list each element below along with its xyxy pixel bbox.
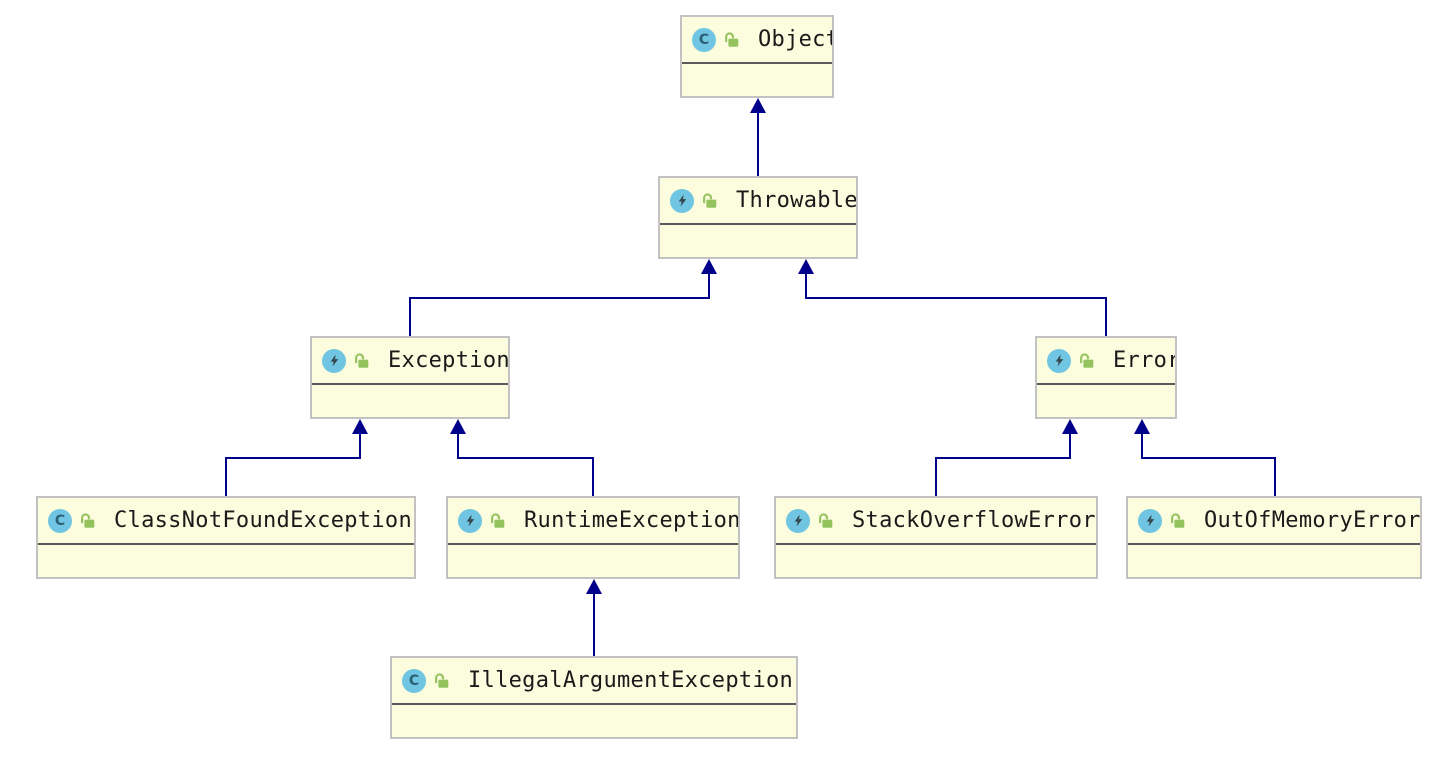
public-unlocked-icon: [491, 513, 505, 528]
class-node-object[interactable]: C Object: [680, 15, 834, 98]
class-title-row: Exception: [312, 338, 508, 383]
exception-class-icon: [458, 508, 482, 533]
class-name: Exception: [388, 348, 508, 373]
public-unlocked-icon: [819, 513, 833, 528]
members-compartment: [776, 543, 1096, 577]
members-compartment: [1037, 383, 1175, 417]
class-icon: C: [48, 508, 72, 533]
class-icon: C: [402, 668, 426, 693]
exception-class-icon: [786, 508, 810, 533]
arrowhead-to-error-left: [1062, 419, 1078, 434]
class-title-row: C IllegalArgumentException: [392, 658, 796, 703]
members-compartment: [682, 62, 832, 96]
public-unlocked-icon: [703, 193, 717, 208]
class-node-illegal-argument-exception[interactable]: C IllegalArgumentException: [390, 656, 798, 739]
class-node-runtime-exception[interactable]: RuntimeException: [446, 496, 740, 579]
exception-class-icon: [322, 348, 346, 373]
class-name: ClassNotFoundException: [114, 508, 412, 533]
public-unlocked-icon: [1171, 513, 1185, 528]
class-name: RuntimeException: [524, 508, 738, 533]
class-node-error[interactable]: Error: [1035, 336, 1177, 419]
exception-class-icon: [670, 188, 694, 213]
arrowhead-to-throwable-left: [701, 259, 717, 274]
class-name: IllegalArgumentException: [468, 668, 794, 693]
class-name: Throwable: [736, 188, 856, 213]
members-compartment: [312, 383, 508, 417]
class-title-row: C ClassNotFoundException: [38, 498, 414, 543]
arrowhead-to-object: [750, 98, 766, 113]
class-node-stack-overflow-error[interactable]: StackOverflowError: [774, 496, 1098, 579]
public-unlocked-icon: [1080, 353, 1094, 368]
arrowhead-to-exception-left: [352, 419, 368, 434]
class-name: Error: [1113, 348, 1175, 373]
public-unlocked-icon: [81, 513, 95, 528]
public-unlocked-icon: [435, 673, 449, 688]
public-unlocked-icon: [725, 32, 739, 47]
class-title-row: RuntimeException: [448, 498, 738, 543]
class-node-exception[interactable]: Exception: [310, 336, 510, 419]
members-compartment: [660, 223, 856, 257]
edge-soe-extends-error: [935, 434, 1071, 496]
class-name: StackOverflowError: [852, 508, 1096, 533]
members-compartment: [1128, 543, 1420, 577]
members-compartment: [392, 703, 796, 737]
arrowhead-to-throwable-right: [798, 259, 814, 274]
class-title-row: StackOverflowError: [776, 498, 1096, 543]
class-title-row: C Object: [682, 17, 832, 62]
class-name: Object: [758, 27, 832, 52]
edge-error-extends-throwable: [805, 274, 1107, 336]
arrowhead-to-runtime: [586, 579, 602, 594]
public-unlocked-icon: [355, 353, 369, 368]
exception-class-icon: [1138, 508, 1162, 533]
class-node-out-of-memory-error[interactable]: OutOfMemoryError: [1126, 496, 1422, 579]
arrowhead-to-exception-right: [450, 419, 466, 434]
members-compartment: [38, 543, 414, 577]
class-node-class-not-found-exception[interactable]: C ClassNotFoundException: [36, 496, 416, 579]
edge-cnfe-extends-exception: [225, 434, 361, 496]
class-title-row: OutOfMemoryError: [1128, 498, 1420, 543]
class-icon: C: [692, 27, 716, 52]
class-title-row: Throwable: [660, 178, 856, 223]
edge-runtime-extends-exception: [457, 434, 594, 496]
edge-oome-extends-error: [1141, 434, 1276, 496]
members-compartment: [448, 543, 738, 577]
class-title-row: Error: [1037, 338, 1175, 383]
edge-exception-extends-throwable: [409, 274, 710, 336]
exception-class-icon: [1047, 348, 1071, 373]
arrowhead-to-error-right: [1134, 419, 1150, 434]
class-name: OutOfMemoryError: [1204, 508, 1420, 533]
class-node-throwable[interactable]: Throwable: [658, 176, 858, 259]
